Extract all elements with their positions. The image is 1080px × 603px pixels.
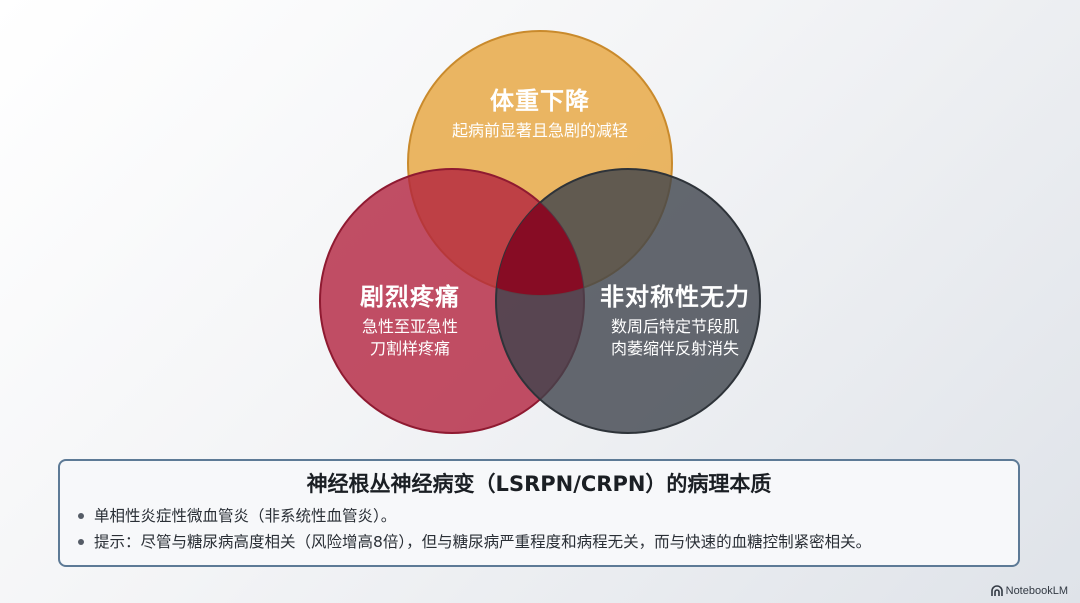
bullet-dot-icon bbox=[78, 539, 84, 545]
venn-label-weight-loss: 体重下降 起病前显著且急剧的减轻 bbox=[390, 86, 690, 142]
venn-diagram bbox=[319, 30, 761, 434]
info-bullet-list: 单相性炎症性微血管炎（非系统性血管炎）。 提示：尽管与糖尿病高度相关（风险增高8… bbox=[78, 503, 1000, 555]
venn-desc-pain-line-1: 急性至亚急性 bbox=[361, 317, 458, 336]
venn-desc-weakness-line-2: 肉萎缩伴反射消失 bbox=[610, 339, 739, 358]
venn-title-weakness: 非对称性无力 bbox=[600, 283, 750, 311]
venn-title-weight-loss: 体重下降 bbox=[490, 87, 590, 115]
info-bullet-item: 提示：尽管与糖尿病高度相关（风险增高8倍），但与糖尿病严重程度和病程无关，而与快… bbox=[78, 529, 1000, 555]
venn-desc-weight-loss-line-1: 起病前显著且急剧的减轻 bbox=[451, 121, 628, 140]
info-box-title: 神经根丛神经病变（LSRPN/CRPN）的病理本质 bbox=[306, 472, 772, 496]
venn-title-pain: 剧烈疼痛 bbox=[360, 283, 460, 311]
info-bullet-item: 单相性炎症性微血管炎（非系统性血管炎）。 bbox=[78, 503, 1000, 529]
venn-label-pain: 剧烈疼痛 急性至亚急性 刀割样疼痛 bbox=[290, 282, 530, 360]
bullet-dot-icon bbox=[78, 513, 84, 519]
info-bullet-text: 提示：尽管与糖尿病高度相关（风险增高8倍），但与糖尿病严重程度和病程无关，而与快… bbox=[94, 533, 872, 551]
venn-desc-pain-line-2: 刀割样疼痛 bbox=[369, 339, 450, 358]
brand-watermark: NotebookLM bbox=[990, 585, 1068, 597]
venn-desc-weakness-line-1: 数周后特定节段肌 bbox=[610, 317, 739, 336]
pathology-info-box: 神经根丛神经病变（LSRPN/CRPN）的病理本质 单相性炎症性微血管炎（非系统… bbox=[58, 459, 1020, 567]
brand-name: NotebookLM bbox=[1005, 585, 1068, 597]
venn-label-weakness: 非对称性无力 数周后特定节段肌 肉萎缩伴反射消失 bbox=[550, 282, 800, 360]
venn-center-overlap bbox=[496, 169, 584, 295]
info-bullet-text: 单相性炎症性微血管炎（非系统性血管炎）。 bbox=[94, 507, 397, 525]
notebooklm-logo-icon bbox=[990, 585, 1003, 596]
